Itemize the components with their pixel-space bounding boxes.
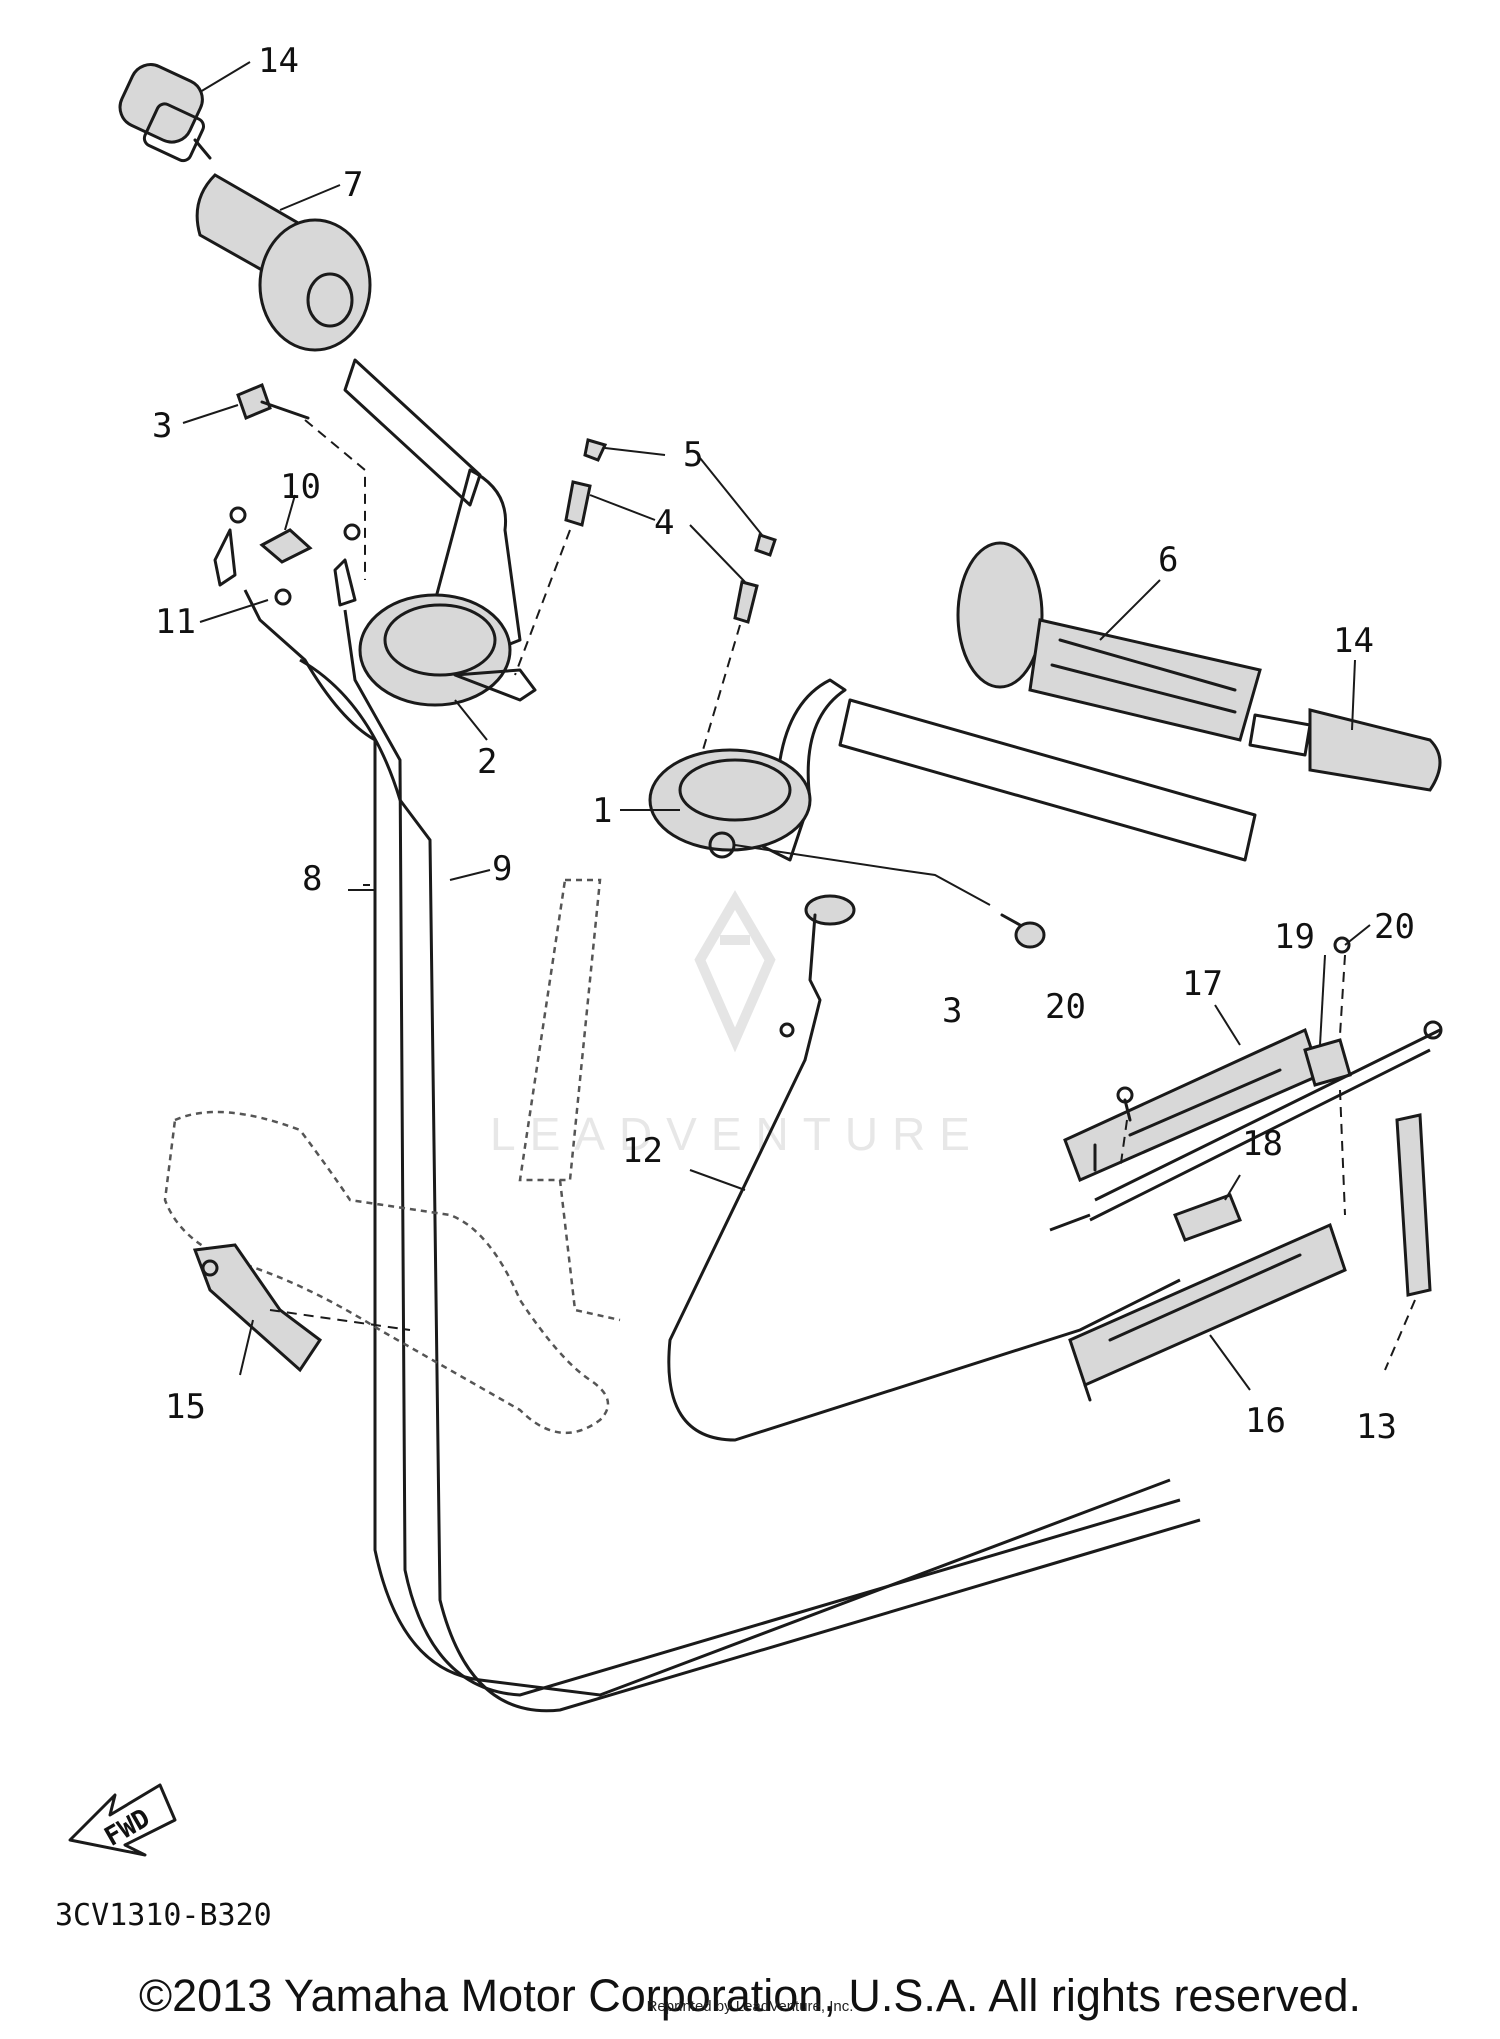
callout-2: 2 (477, 742, 497, 782)
callout-10: 10 (280, 467, 321, 507)
handlebar-right (648, 678, 1257, 862)
callout-1: 1 (592, 791, 612, 831)
callout-5: 5 (683, 435, 703, 475)
copyright-notice: ©2013 Yamaha Motor Corporation, U.S.A. A… (138, 1970, 1362, 2021)
bar-end-right (1248, 708, 1442, 792)
callout-8: 8 (302, 859, 322, 899)
callout-4: 4 (654, 503, 674, 543)
screws-4-5 (564, 438, 777, 624)
callout-20-top: 20 (1374, 907, 1415, 947)
callout-12: 12 (622, 1131, 663, 1171)
choke-cable-12 (667, 894, 1181, 1442)
callout-11: 11 (155, 602, 196, 642)
callout-15: 15 (165, 1387, 206, 1427)
small-parts-10-11 (213, 506, 361, 607)
bracket-15 (192, 1243, 323, 1373)
grip-right (956, 541, 1262, 742)
tie-strap-13 (1395, 1113, 1432, 1297)
callout-17: 17 (1182, 964, 1223, 1004)
throttle-grip (195, 173, 372, 352)
fwd-label: FWD (100, 1803, 156, 1852)
reprint-note: Reprinted by LeadVenture, Inc. (646, 1998, 854, 2015)
bar-end-left (118, 63, 212, 163)
watermark: LEADVENTURE (490, 890, 984, 1160)
watermark-logo (694, 890, 776, 1053)
bolt-3-left (236, 383, 310, 420)
cable-ends-right (1049, 1020, 1443, 1232)
housing-16 (1068, 1222, 1347, 1402)
callout-16: 16 (1245, 1401, 1286, 1441)
diagram-code: 3CV1310-B320 (55, 1898, 272, 1933)
cables-8-9 (243, 589, 1201, 1713)
callouts: 14 7 3 10 11 5 4 2 6 14 1 8 9 3 20 19 17… (152, 41, 1415, 1447)
callout-14-left: 14 (258, 41, 299, 81)
callout-7: 7 (343, 165, 363, 205)
fwd-arrow: FWD (68, 1783, 177, 1857)
callout-20-mid: 20 (1045, 987, 1086, 1027)
callout-19: 19 (1274, 917, 1315, 957)
callout-14-right: 14 (1333, 621, 1374, 661)
callout-9: 9 (492, 849, 512, 889)
callout-3-left: 3 (152, 406, 172, 446)
leader-lines (182, 61, 1371, 1391)
callout-3-right: 3 (942, 991, 962, 1031)
watermark-text: LEADVENTURE (490, 1108, 984, 1160)
connector-18 (1173, 1193, 1242, 1242)
handlebar-left (343, 358, 537, 707)
bolt-3-right (1000, 913, 1046, 949)
callout-6: 6 (1158, 540, 1178, 580)
callout-13: 13 (1356, 1407, 1397, 1447)
callout-18: 18 (1242, 1124, 1283, 1164)
